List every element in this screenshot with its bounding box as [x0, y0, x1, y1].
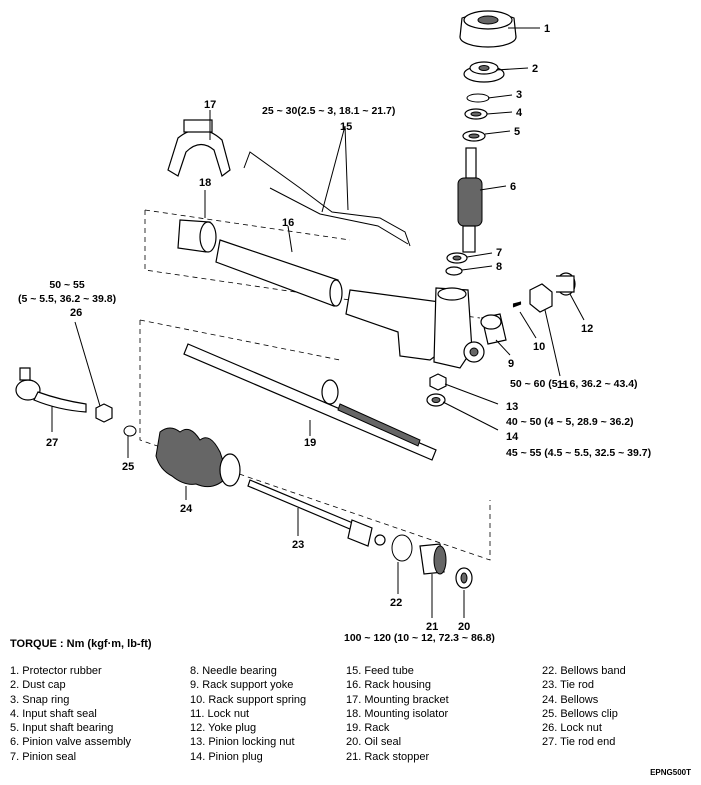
callout-3: 3 — [516, 89, 522, 101]
callout-24: 24 — [180, 503, 193, 515]
callout-13: 13 — [506, 401, 518, 413]
legend-column-3: 15. Feed tube 16. Rack housing 17. Mount… — [346, 664, 449, 764]
lock-nut-11-part — [529, 283, 553, 313]
callout-2: 2 — [532, 63, 538, 75]
callout-21: 21 — [426, 621, 438, 633]
torque-pinion-plug: 45 ~ 55 (4.5 ~ 5.5, 32.5 ~ 39.7) — [506, 447, 652, 459]
legend-item: 24. Bellows — [542, 693, 599, 706]
callout-22: 22 — [390, 597, 402, 609]
callout-7: 7 — [496, 247, 502, 259]
callout-26: 26 — [70, 307, 82, 319]
callout-8: 8 — [496, 261, 502, 273]
torque-feed-tube: 25 ~ 30(2.5 ~ 3, 18.1 ~ 21.7) — [262, 105, 396, 117]
torque-pinion-locking-nut: 40 ~ 50 (4 ~ 5, 28.9 ~ 36.2) — [506, 416, 634, 428]
legend-item: 13. Pinion locking nut — [190, 736, 295, 749]
legend-item: 5. Input shaft bearing — [10, 722, 114, 735]
legend-column-2: 8. Needle bearing 9. Rack support yoke 1… — [190, 664, 306, 764]
callout-5: 5 — [514, 126, 520, 138]
torque-units-heading: TORQUE : Nm (kgf·m, lb-ft) — [10, 638, 152, 650]
callout-17: 17 — [204, 99, 216, 111]
legend-item: 19. Rack — [346, 722, 390, 735]
legend-item: 6. Pinion valve assembly — [10, 736, 132, 749]
legend-item: 22. Bellows band — [542, 665, 626, 677]
legend-item: 25. Bellows clip — [542, 707, 618, 720]
legend-item: 16. Rack housing — [346, 679, 431, 692]
legend-column-4: 22. Bellows band 23. Tie rod 24. Bellows… — [542, 664, 626, 750]
lock-nut-26-part — [95, 403, 113, 423]
pinion-locking-nut-part — [429, 373, 447, 391]
needle-bearing-part — [445, 266, 463, 276]
rack-support-spring-part — [512, 301, 522, 308]
rack-stopper-part — [419, 543, 447, 575]
rack-housing-part — [215, 239, 485, 369]
callout-16: 16 — [282, 217, 294, 229]
input-shaft-bearing-part — [462, 130, 486, 142]
legend-item: 2. Dust cap — [10, 679, 66, 692]
rack-part — [183, 343, 437, 461]
callout-15: 15 — [340, 121, 352, 133]
legend-item: 27. Tie rod end — [542, 736, 616, 749]
legend-item: 15. Feed tube — [346, 665, 414, 677]
callout-18: 18 — [199, 177, 211, 189]
callout-11: 11 — [557, 379, 569, 391]
torque-rack-stopper: 100 ~ 120 (10 ~ 12, 72.3 ~ 86.8) — [344, 632, 495, 644]
bellows-clip-part — [123, 425, 137, 437]
legend-item: 20. Oil seal — [346, 736, 402, 749]
yoke-plug-part — [556, 272, 576, 296]
callout-1: 1 — [544, 23, 550, 35]
parts-legend: 1. Protector rubber 2. Dust cap 3. Snap … — [10, 664, 700, 764]
rack-support-yoke-part — [480, 313, 507, 345]
callout-6: 6 — [510, 181, 516, 193]
pinion-seal-part — [446, 252, 468, 264]
bellows-part — [155, 427, 241, 488]
callout-12: 12 — [581, 323, 593, 335]
steering-gear-exploded-diagram: 1 2 3 4 5 6 7 8 9 10 11 12 13 14 15 16 1… — [15, 10, 593, 633]
callout-numbers: 1 2 3 4 5 6 7 8 9 10 11 12 13 14 15 16 1… — [46, 23, 593, 633]
callout-10: 10 — [533, 341, 545, 353]
callout-19: 19 — [304, 437, 316, 449]
legend-item: 8. Needle bearing — [190, 665, 277, 677]
callout-23: 23 — [292, 539, 304, 551]
callout-14: 14 — [506, 431, 519, 443]
legend-item: 1. Protector rubber — [10, 665, 102, 677]
legend-item: 7. Pinion seal — [10, 750, 77, 763]
legend-item: 4. Input shaft seal — [10, 707, 97, 720]
dust-cap-part — [463, 61, 505, 83]
legend-column-1: 1. Protector rubber 2. Dust cap 3. Snap … — [10, 664, 131, 764]
torque-lock-nut-26-line2: (5 ~ 5.5, 36.2 ~ 39.8) — [18, 293, 117, 305]
torque-lock-nut-26-line1: 50 ~ 55 — [49, 279, 85, 291]
pinion-valve-assembly-part — [457, 147, 483, 253]
legend-item: 26. Lock nut — [542, 722, 602, 735]
torque-lock-nut-11: 50 ~ 60 (5 ~ 6, 36.2 ~ 43.4) — [510, 378, 638, 390]
mounting-bracket-part — [167, 119, 231, 177]
leader-lines — [51, 27, 585, 618]
tie-rod-end-part — [15, 367, 87, 413]
legend-item: 14. Pinion plug — [190, 750, 263, 763]
snap-ring-part — [466, 93, 490, 103]
oil-seal-part — [455, 567, 473, 589]
feed-tube-part — [243, 151, 411, 247]
callout-4: 4 — [516, 107, 523, 119]
callout-20: 20 — [458, 621, 470, 633]
legend-item: 11. Lock nut — [190, 707, 250, 720]
torque-lock-nut-26: 50 ~ 55 (5 ~ 5.5, 36.2 ~ 39.8) — [18, 278, 116, 306]
figure-code: EPNG500T — [650, 768, 691, 777]
bellows-band-part — [391, 534, 413, 562]
legend-item: 21. Rack stopper — [346, 750, 430, 763]
pinion-plug-part — [426, 393, 446, 407]
callout-25: 25 — [122, 461, 134, 473]
mounting-isolator-part — [177, 219, 217, 253]
input-shaft-seal-part — [464, 108, 488, 120]
legend-item: 10. Rack support spring — [190, 693, 307, 706]
legend-item: 23. Tie rod — [542, 679, 594, 692]
callout-27: 27 — [46, 437, 58, 449]
legend-item: 12. Yoke plug — [190, 722, 257, 735]
legend-item: 3. Snap ring — [10, 693, 70, 706]
tie-rod-part — [247, 479, 386, 547]
legend-item: 9. Rack support yoke — [190, 679, 294, 692]
protector-rubber-part — [459, 10, 517, 48]
callout-9: 9 — [508, 358, 514, 370]
legend-item: 17. Mounting bracket — [346, 693, 449, 706]
legend-item: 18. Mounting isolator — [346, 707, 449, 720]
